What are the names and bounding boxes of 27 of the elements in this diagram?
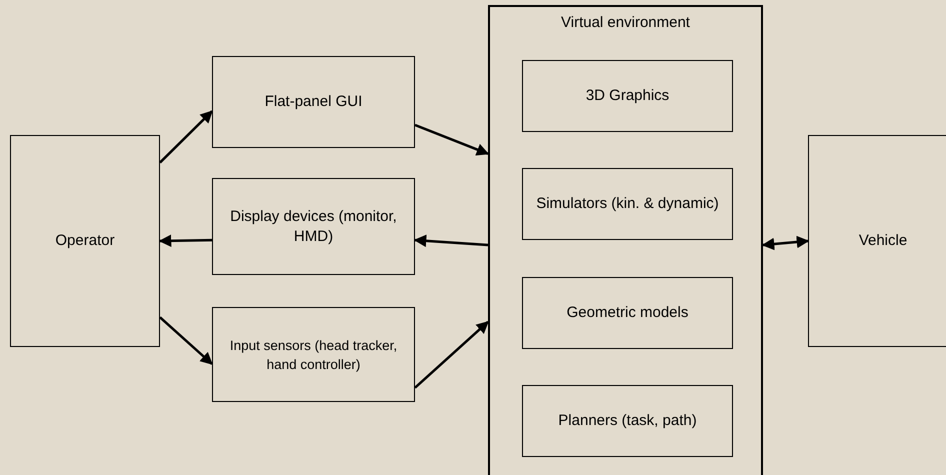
container-box xyxy=(488,5,763,475)
arrow xyxy=(159,316,213,365)
process-box xyxy=(808,135,946,347)
arrow xyxy=(159,110,213,164)
process-box xyxy=(212,178,415,275)
process-box xyxy=(10,135,160,347)
arrow xyxy=(414,124,490,156)
node-label: Display devices (monitor, HMD) xyxy=(229,206,398,246)
node-label: Simulators (kin. & dynamic) xyxy=(535,194,720,214)
node-label: Planners (task, path) xyxy=(557,411,698,431)
process-box xyxy=(212,307,415,402)
node-label: Operator xyxy=(54,231,116,251)
arrow xyxy=(158,234,212,248)
process-box xyxy=(522,60,733,132)
arrow xyxy=(762,236,810,250)
node-label: Flat-panel GUI xyxy=(264,92,364,112)
process-box xyxy=(522,168,733,240)
container-title: Virtual environment xyxy=(560,13,691,33)
node-label: Input sensors (head tracker, hand controller) xyxy=(228,336,398,374)
process-box xyxy=(522,385,733,457)
process-box xyxy=(212,56,415,148)
node-label: Geometric models xyxy=(566,303,690,323)
arrow xyxy=(414,320,489,389)
node-label: 3D Graphics xyxy=(584,86,670,106)
node-label: Vehicle xyxy=(858,231,908,251)
process-box xyxy=(522,277,733,349)
arrow xyxy=(414,234,488,248)
